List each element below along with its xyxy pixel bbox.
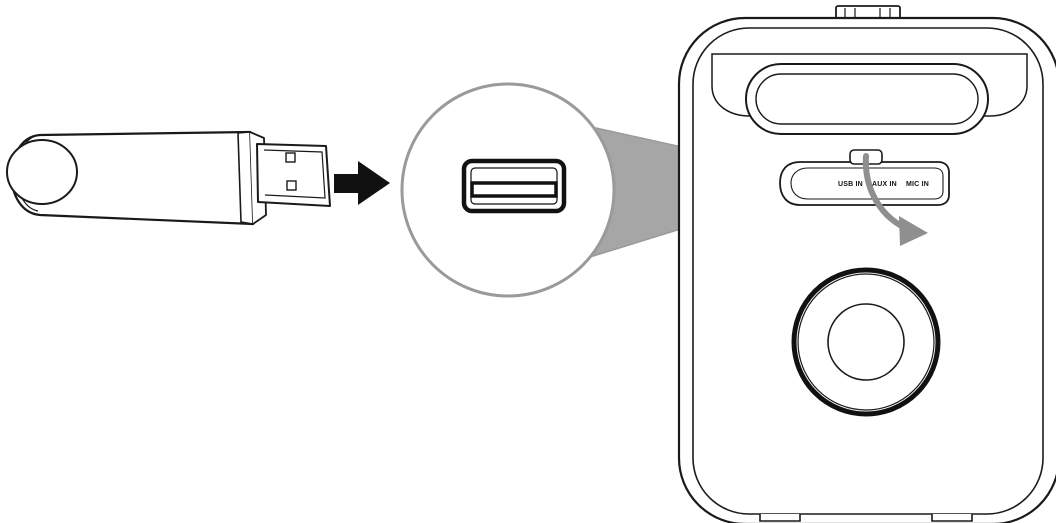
carry-handle	[711, 53, 1028, 135]
curved-arrow-icon	[862, 153, 928, 246]
usb-port-icon	[461, 158, 567, 214]
speaker-device: USB IN AUX IN MIC IN	[677, 5, 1056, 523]
mic-in-label: MIC IN	[906, 181, 929, 188]
aux-in-label: AUX IN	[872, 181, 897, 188]
lanyard-hole	[6, 139, 78, 205]
feet	[759, 514, 973, 522]
usb-flash-drive-icon	[6, 130, 331, 226]
usb-in-label: USB IN	[838, 181, 863, 188]
front-dial	[791, 267, 941, 417]
magnifier-callout	[400, 82, 837, 298]
insert-arrow-icon	[334, 161, 390, 205]
usb-connector	[256, 143, 331, 207]
